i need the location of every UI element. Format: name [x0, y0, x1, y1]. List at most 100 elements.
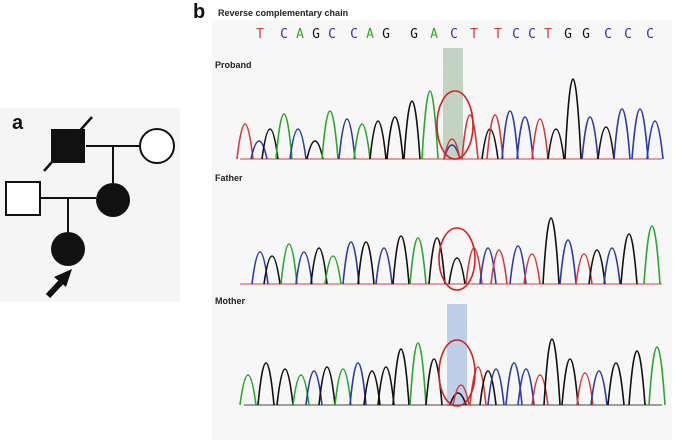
peak-father: [263, 255, 281, 285]
peak-mother: [409, 342, 427, 406]
trace-label-proband: Proband: [215, 60, 252, 70]
peak-father: [324, 255, 342, 285]
deceased-slash: [43, 116, 93, 172]
base-letter: T: [544, 27, 552, 42]
peak-father: [357, 241, 375, 285]
peak-proband: [353, 123, 371, 160]
peak-father: [603, 247, 621, 285]
proband-arrow-icon: [45, 269, 72, 299]
peak-mother: [628, 350, 646, 406]
peak-proband: [236, 123, 254, 160]
peak-proband: [613, 108, 631, 160]
peak-father: [542, 217, 560, 285]
base-letter: C: [512, 27, 520, 42]
peak-proband: [306, 140, 324, 160]
base-letter: C: [280, 27, 288, 42]
peak-father: [559, 239, 577, 285]
peak-father: [588, 249, 606, 285]
peak-mother: [590, 370, 608, 406]
peak-proband: [564, 78, 582, 160]
peak-mother: [469, 366, 487, 406]
base-letter: G: [410, 27, 418, 42]
base-letter: C: [350, 27, 358, 42]
gen1-unaffected-female: [139, 128, 175, 164]
peak-proband: [581, 116, 599, 160]
panel-a-label: a: [12, 112, 24, 134]
peak-father: [310, 247, 328, 285]
base-letter: G: [582, 27, 590, 42]
peak-proband: [403, 100, 421, 160]
peak-father: [251, 251, 269, 285]
peak-proband: [369, 120, 387, 160]
peak-father: [409, 237, 427, 285]
pedigree-chart: [5, 116, 175, 299]
peak-father: [448, 257, 466, 285]
peak-father: [295, 251, 313, 285]
peak-mother: [363, 370, 381, 406]
peak-proband: [289, 128, 307, 160]
gen2-affected-female: [96, 183, 130, 217]
peak-mother: [276, 368, 294, 406]
peak-mother: [377, 366, 395, 406]
variant-circle-proband: [436, 90, 474, 160]
base-letter: T: [256, 27, 264, 42]
peak-proband: [321, 110, 339, 160]
chromatogram-area: [212, 20, 672, 440]
peak-father: [342, 241, 360, 285]
peak-father: [490, 249, 508, 285]
peak-father: [479, 247, 497, 285]
peak-mother: [607, 362, 625, 406]
peak-father: [523, 253, 541, 285]
peak-proband: [531, 118, 549, 160]
panel-b-label: b: [193, 1, 206, 23]
base-letter: T: [494, 27, 502, 42]
peak-proband: [338, 118, 356, 160]
base-letter: C: [450, 27, 458, 42]
peak-mother: [239, 374, 257, 406]
variant-highlight-mother: [447, 304, 467, 406]
base-letter: G: [382, 27, 390, 42]
peak-proband: [421, 90, 439, 160]
peak-father: [428, 237, 446, 285]
peak-mother: [561, 358, 579, 406]
peak-father: [375, 247, 393, 285]
peak-proband: [646, 120, 664, 160]
base-letter: C: [624, 27, 632, 42]
peak-mother: [479, 370, 497, 406]
peak-father: [643, 225, 661, 285]
peak-mother: [318, 366, 336, 406]
peak-mother: [543, 338, 561, 406]
peak-proband: [461, 114, 479, 160]
proband-affected-female: [51, 232, 85, 266]
base-letter: G: [312, 27, 320, 42]
peak-mother: [257, 362, 275, 406]
peak-mother: [648, 346, 666, 406]
peak-father: [280, 243, 298, 285]
peak-mother: [576, 372, 594, 406]
trace-label-father: Father: [215, 173, 243, 183]
peak-father: [509, 245, 527, 285]
peak-proband: [261, 128, 279, 160]
base-letter: C: [528, 27, 536, 42]
peak-mother: [392, 348, 410, 406]
peak-proband: [250, 140, 268, 160]
peak-proband: [516, 116, 534, 160]
peak-mother: [449, 392, 467, 406]
peak-proband: [597, 126, 615, 160]
base-letter: A: [296, 27, 304, 42]
peak-proband: [275, 113, 293, 160]
variant-circle-mother: [438, 339, 476, 407]
panel-b-subtitle: Reverse complementary chain: [218, 8, 349, 18]
variant-highlight-proband: [443, 48, 463, 160]
peak-father: [392, 235, 410, 285]
base-letter: C: [646, 27, 654, 42]
base-letter: C: [328, 27, 336, 42]
base-letter: T: [470, 27, 478, 42]
peak-mother: [505, 362, 523, 406]
gen2-unaffected-male: [5, 181, 41, 216]
base-letter: A: [366, 27, 374, 42]
base-letter: A: [430, 27, 438, 42]
